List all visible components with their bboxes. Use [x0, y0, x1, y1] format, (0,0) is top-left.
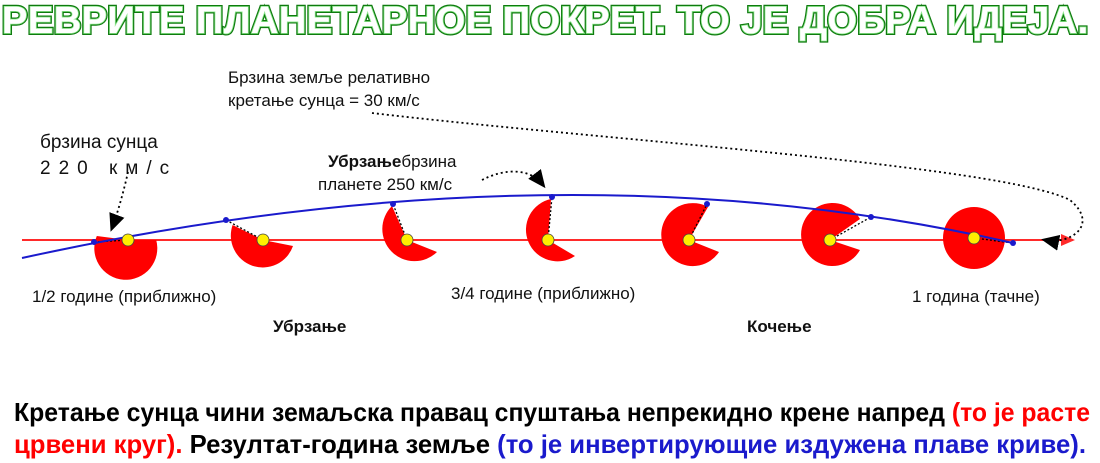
half-year-label: 1/2 године (приближно) — [32, 287, 216, 306]
braking-label: Кочење — [747, 317, 812, 336]
planet-speed-rest: брзина — [401, 152, 457, 171]
three-quarter-year-label: 3/4 године (приближно) — [451, 284, 635, 303]
footer-line-2-black: Резултат-година земље — [190, 429, 490, 459]
one-year-label: 1 година (тачне) — [912, 287, 1040, 306]
page-title-highlight: РЕВРИТЕ ПЛАНЕТАРНОЕ ПОКРЕТ. ТО ЈЕ ДОБРА … — [2, 0, 1089, 42]
sun-icon — [400, 233, 414, 247]
orbit-disc-4 — [525, 199, 575, 262]
footer-line-1-red: (то је расте — [952, 397, 1090, 427]
sun-icon — [823, 233, 837, 247]
sun-icon — [541, 233, 555, 247]
sun-speed-label-1: брзина сунца — [40, 132, 158, 153]
footer-line-1: Кретање сунца чини земаљска правац спушт… — [14, 397, 1090, 427]
sun-speed-pointer — [109, 171, 129, 232]
planet-speed-bold: Убрзање — [328, 152, 401, 171]
acceleration-label: Убрзање — [273, 317, 346, 336]
sun-icon — [121, 233, 135, 247]
sun-speed-label-2: 220 км/с — [40, 158, 177, 179]
planet-speed-pointer — [481, 169, 546, 189]
sun-positions — [121, 231, 981, 247]
page-title: РЕВРИТЕ ПЛАНЕТАРНОЕ ПОКРЕТ. ТО ЈЕ ДОБРА … — [2, 0, 1089, 42]
orbit-disc-3 — [382, 206, 437, 262]
sun-icon — [682, 233, 696, 247]
sun-icon — [967, 231, 981, 245]
earth-path-curve — [21, 193, 1014, 259]
planet-speed-label-2: планете 250 км/с — [318, 175, 453, 194]
sun-icon — [256, 233, 270, 247]
footer-line-2: црвени круг). Резултат-година земље (то … — [14, 429, 1086, 459]
earth-speed-label-2: кретање сунца = 30 км/с — [228, 91, 420, 110]
footer-line-2-blue: (то је инвертирующие издужена плаве крив… — [497, 429, 1086, 459]
earth-positions — [91, 194, 1016, 246]
orbit-disc-1 — [94, 236, 158, 280]
footer-line-1-black: Кретање сунца чини земаљска правац спушт… — [14, 397, 945, 427]
earth-speed-label-1: Брзина земље релативно — [228, 68, 430, 87]
planet-speed-label-1: Убрзањебрзина — [328, 152, 457, 171]
footer-line-2-red: црвени круг). — [14, 429, 182, 459]
